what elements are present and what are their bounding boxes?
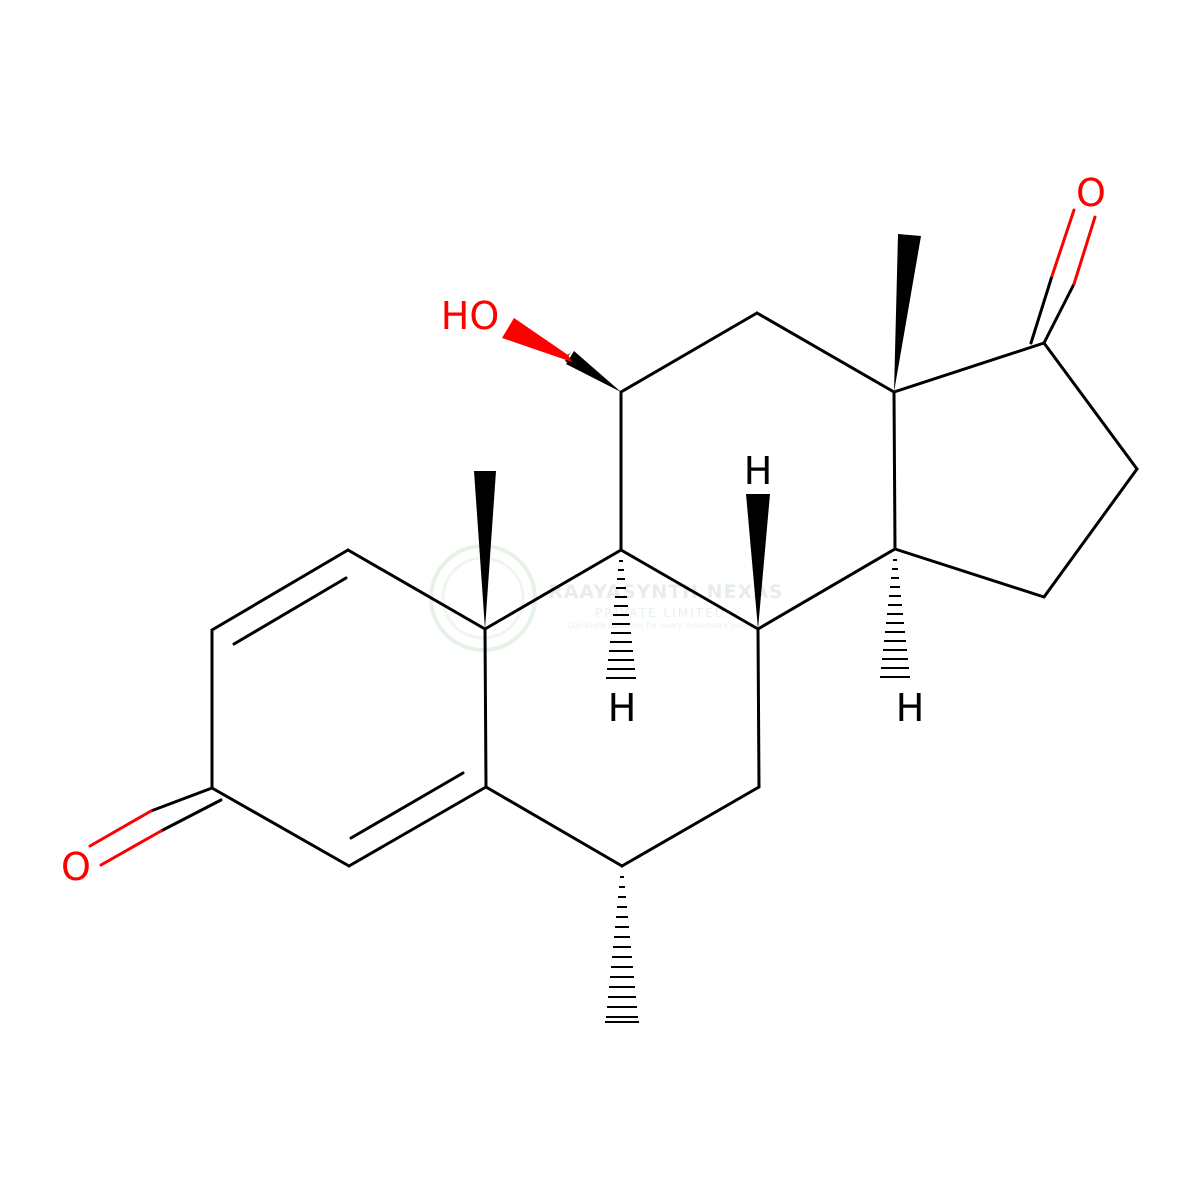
hash-bonds [605, 559, 910, 1023]
watermark-tagline: Complete solutions for every molecule's … [567, 621, 761, 630]
wedge-c10-methyl [474, 471, 496, 629]
bond-c17-o-a-black [1029, 274, 1054, 345]
wedge-c8-h [746, 494, 770, 629]
bond-c5-c10 [483, 627, 488, 789]
wedge-c11-oh-red [502, 318, 572, 362]
bond-c6-c7 [620, 785, 761, 868]
bond-c3-o-a1-red [88, 809, 153, 848]
bond-c14-c8 [756, 547, 897, 631]
atom-label-h-c9: H [608, 686, 637, 730]
bond-c1-c2-outer [210, 548, 350, 632]
bond-c3-o-a1-black [149, 786, 214, 813]
bond-c3-c4 [210, 786, 351, 868]
atom-label-hydroxyl: HO [441, 294, 499, 338]
hash-c14-h [880, 559, 910, 678]
bond-c10-c1 [346, 548, 487, 631]
watermark-company: RAAYASYNTH NEXAS [548, 581, 784, 603]
carbonyl-ring-a [88, 786, 223, 867]
hash-c9-h [606, 560, 636, 679]
bond-c17-o-b-red [1072, 215, 1097, 286]
bond-c11-c12 [619, 311, 759, 394]
bond-c12-c13 [755, 311, 896, 394]
single-bonds [210, 311, 1139, 868]
wedge-c13-methyl [894, 234, 921, 392]
bond-c4-c5-inner [349, 771, 465, 840]
wedge-bonds [474, 234, 921, 629]
bond-c17-c16 [1042, 341, 1139, 471]
double-bonds [210, 548, 488, 868]
bond-c17-o-b-black [1042, 282, 1076, 345]
atom-label-o-ring-d: O [1076, 171, 1106, 215]
carbonyl-ring-d [1029, 208, 1097, 345]
bond-c3-o-a2-black [159, 798, 223, 833]
bond-c13-c14 [892, 390, 897, 551]
bond-c3-o-a2-red [99, 829, 163, 867]
bond-c13-c17 [892, 341, 1046, 394]
atom-label-h-c14: H [896, 686, 925, 730]
atom-label-h-c8: H [744, 449, 773, 493]
hash-c6-methyl [605, 876, 639, 1023]
wedge-c11-oh-base [566, 351, 621, 392]
bond-c17-o-a-red [1050, 208, 1076, 278]
bond-c15-c14 [893, 547, 1046, 599]
atom-labels: O O HO H H H [61, 171, 1106, 889]
bond-c8-c9 [619, 548, 760, 631]
atom-label-o-ring-a: O [61, 845, 91, 889]
bond-c16-c15 [1042, 467, 1139, 599]
bond-c9-c10 [483, 548, 623, 631]
bond-c1-c2-inner [232, 576, 348, 646]
bond-c5-c6 [484, 785, 624, 868]
bond-c7-c8 [756, 627, 761, 789]
bond-c4-c5-outer [347, 785, 488, 868]
watermark-subtitle: PRIVATE LIMITED [595, 606, 726, 620]
